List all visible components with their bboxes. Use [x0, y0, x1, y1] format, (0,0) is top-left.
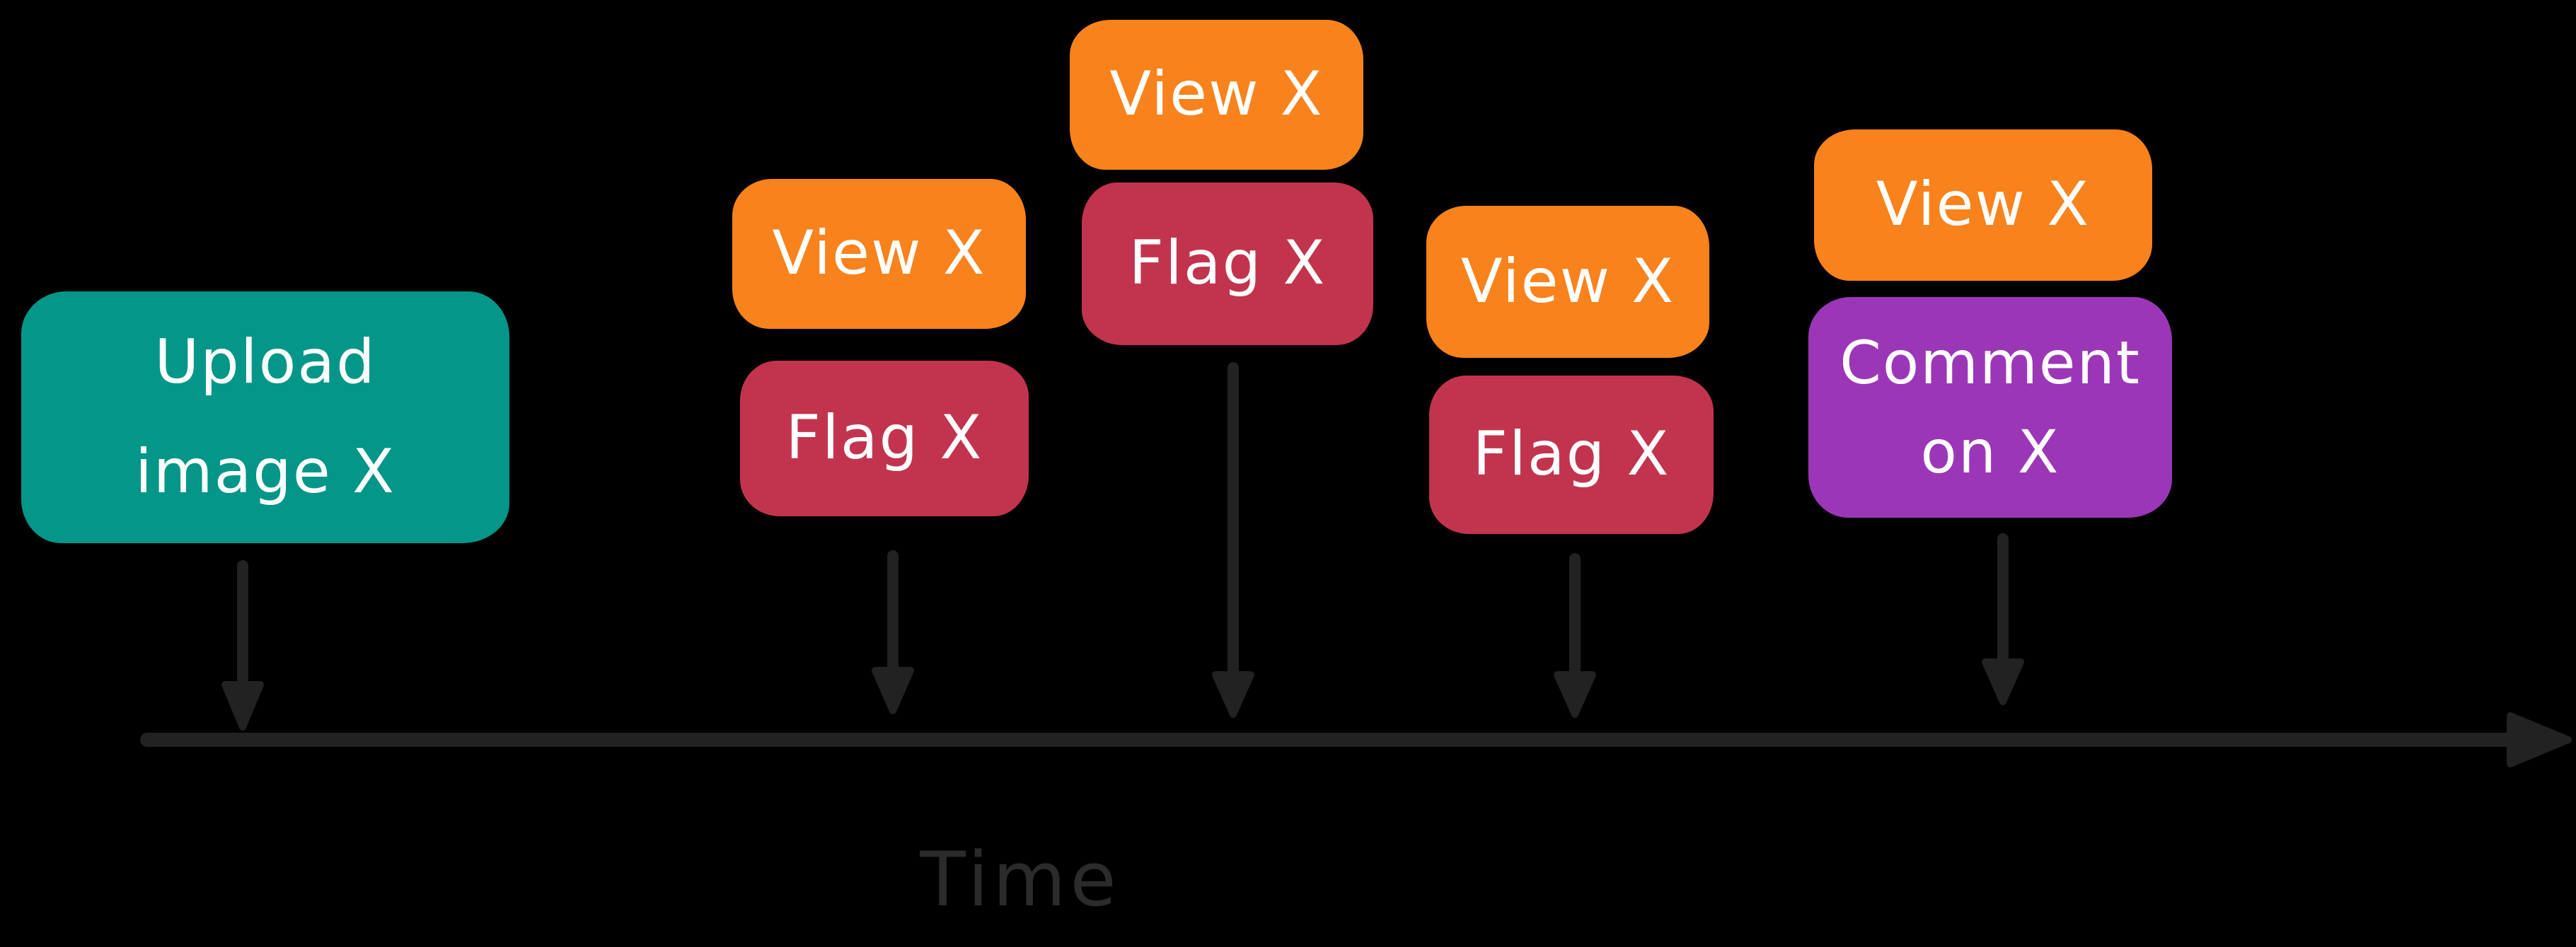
down-arrow-icon-3: [1212, 362, 1254, 718]
view-x-box-4: View X: [1814, 129, 2152, 281]
view-x-box-1: View X: [732, 179, 1026, 329]
view-x-box-3: View X: [1426, 206, 1709, 358]
time-axis-label: Time: [920, 836, 1121, 923]
comment-on-x-box: Comment on X: [1808, 297, 2172, 518]
upload-image-box: Upload image X: [21, 291, 509, 543]
down-arrow-icon-5: [1982, 533, 2024, 705]
time-axis: [140, 712, 2572, 767]
down-arrow-icon-1: [221, 560, 264, 731]
down-arrow-icon-2: [872, 550, 914, 714]
flag-x-box-1: Flag X: [740, 361, 1029, 516]
down-arrow-icon-4: [1554, 553, 1596, 718]
flag-x-box-3: Flag X: [1429, 376, 1714, 534]
view-x-box-2: View X: [1070, 20, 1363, 170]
flag-x-box-2: Flag X: [1082, 182, 1373, 345]
right-arrow-icon: [2507, 712, 2572, 767]
